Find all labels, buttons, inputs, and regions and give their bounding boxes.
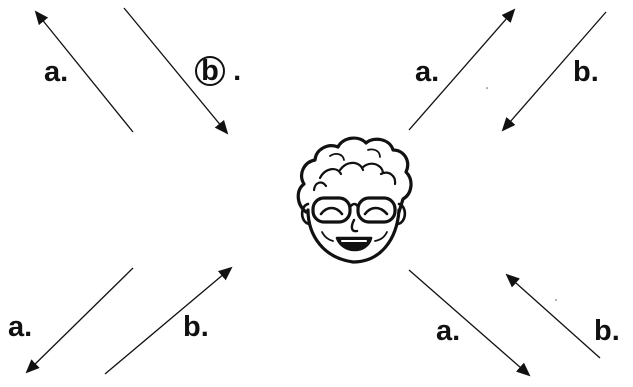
- arrow-bottom-left-a: [25, 267, 134, 374]
- arrow-bottom-right-b: [505, 273, 601, 359]
- label-top-left-b: b .: [195, 56, 241, 86]
- label-bottom-right-a: a.: [436, 315, 461, 347]
- arrow-top-right-b: [501, 11, 607, 132]
- label-top-left-a: a.: [44, 56, 69, 88]
- arrow-top-left-a: [34, 10, 134, 133]
- label-period: .: [233, 55, 242, 87]
- label-bottom-left-a: a.: [8, 311, 33, 343]
- label-top-right-a: a.: [415, 56, 440, 88]
- label-bottom-right-b: b.: [594, 315, 620, 347]
- arrow-bottom-left-b: [104, 266, 233, 375]
- arrow-bottom-right-a: [408, 269, 531, 377]
- circled-letter-b: b: [195, 56, 225, 86]
- arrow-top-right-a: [408, 8, 516, 131]
- label-bottom-left-b: b.: [183, 311, 209, 343]
- arrow-top-left-b: [123, 7, 229, 135]
- grandmother-face-icon: [296, 136, 413, 264]
- label-top-right-b: b.: [573, 56, 599, 88]
